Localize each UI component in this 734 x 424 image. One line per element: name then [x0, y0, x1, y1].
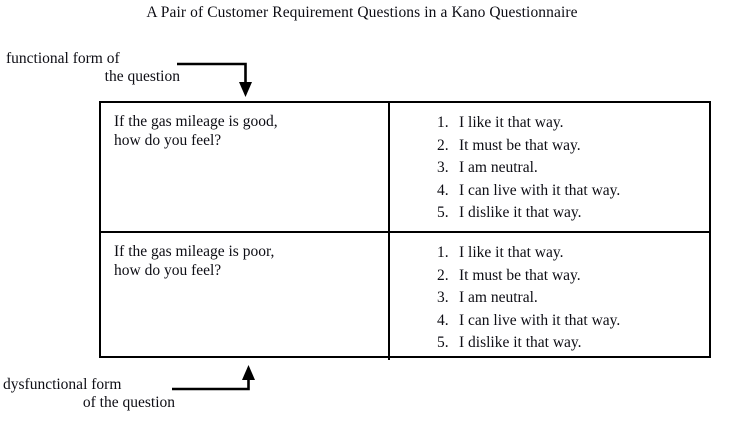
answer-text: I dislike it that way.: [459, 204, 582, 221]
answer-text: I am neutral.: [459, 289, 538, 306]
table-row-dysfunctional: If the gas mileage is poor, how do you f…: [101, 231, 709, 360]
answer-text: It must be that way.: [459, 136, 581, 154]
question-cell-functional: If the gas mileage is good, how do you f…: [101, 103, 390, 231]
list-item[interactable]: 4. I can live with it that way.: [437, 180, 620, 203]
answer-text: It must be that way.: [459, 266, 581, 284]
label-dysfunctional-form: dysfunctional form of the question: [3, 376, 175, 411]
label-functional-form-line1: functional form of: [6, 50, 120, 67]
answer-list-functional: 1. I like it that way. 2. It must be that …: [437, 112, 620, 225]
answer-number: 4.: [437, 181, 449, 199]
answer-text: I can live with it that way.: [459, 181, 621, 199]
answer-number: 5.: [437, 334, 449, 351]
question-text-dysfunctional: If the gas mileage is poor, how do you f…: [114, 243, 274, 280]
kano-question-table: If the gas mileage is good, how do you f…: [99, 101, 711, 360]
answer-number: 1.: [437, 244, 449, 261]
answer-number: 5.: [437, 204, 449, 221]
label-functional-form: functional form of the question: [6, 50, 182, 85]
question-text-dysfunctional-line1: If the gas mileage is poor,: [114, 243, 275, 260]
list-item[interactable]: 1. I like it that way.: [437, 112, 620, 135]
answer-number: 2.: [437, 136, 449, 154]
list-item[interactable]: 2. It must be that way.: [437, 135, 620, 158]
question-text-dysfunctional-line2: how do you feel?: [114, 261, 222, 279]
list-item[interactable]: 3. I am neutral.: [437, 157, 620, 180]
answer-number: 4.: [437, 311, 449, 329]
table-row-functional: If the gas mileage is good, how do you f…: [101, 103, 709, 231]
answer-number: 2.: [437, 266, 449, 284]
answer-text: I am neutral.: [459, 159, 538, 176]
page-title: A Pair of Customer Requirement Questions…: [146, 4, 578, 21]
answer-text: I like it that way.: [459, 114, 564, 131]
list-item[interactable]: 1. I like it that way.: [437, 242, 620, 265]
list-item[interactable]: 5. I dislike it that way.: [437, 202, 620, 225]
question-cell-dysfunctional: If the gas mileage is poor, how do you f…: [101, 233, 390, 360]
list-item[interactable]: 3. I am neutral.: [437, 287, 620, 310]
question-text-functional: If the gas mileage is good, how do you f…: [114, 113, 278, 150]
answer-text: I can live with it that way.: [459, 311, 621, 329]
answer-number: 1.: [437, 114, 449, 131]
answer-text: I like it that way.: [459, 244, 564, 261]
answer-number: 3.: [437, 289, 449, 306]
label-dysfunctional-form-line2: of the question: [82, 393, 175, 411]
list-item[interactable]: 4. I can live with it that way.: [437, 310, 620, 333]
list-item[interactable]: 5. I dislike it that way.: [437, 332, 620, 355]
answer-list-dysfunctional: 1. I like it that way. 2. It must be that …: [437, 242, 620, 355]
answers-cell-functional: 1. I like it that way. 2. It must be that …: [390, 103, 709, 231]
list-item[interactable]: 2. It must be that way.: [437, 265, 620, 288]
answer-text: I dislike it that way.: [459, 334, 582, 351]
label-functional-form-line2: the question: [104, 67, 180, 85]
question-text-functional-line1: If the gas mileage is good,: [114, 113, 278, 130]
question-text-functional-line2: how do you feel?: [114, 131, 222, 149]
arrow-functional-connector: [177, 62, 252, 97]
answer-number: 3.: [437, 159, 449, 176]
answers-cell-dysfunctional: 1. I like it that way. 2. It must be that …: [390, 233, 709, 360]
label-dysfunctional-form-line1: dysfunctional form: [3, 376, 122, 393]
arrow-dysfunctional-connector: [172, 365, 255, 391]
